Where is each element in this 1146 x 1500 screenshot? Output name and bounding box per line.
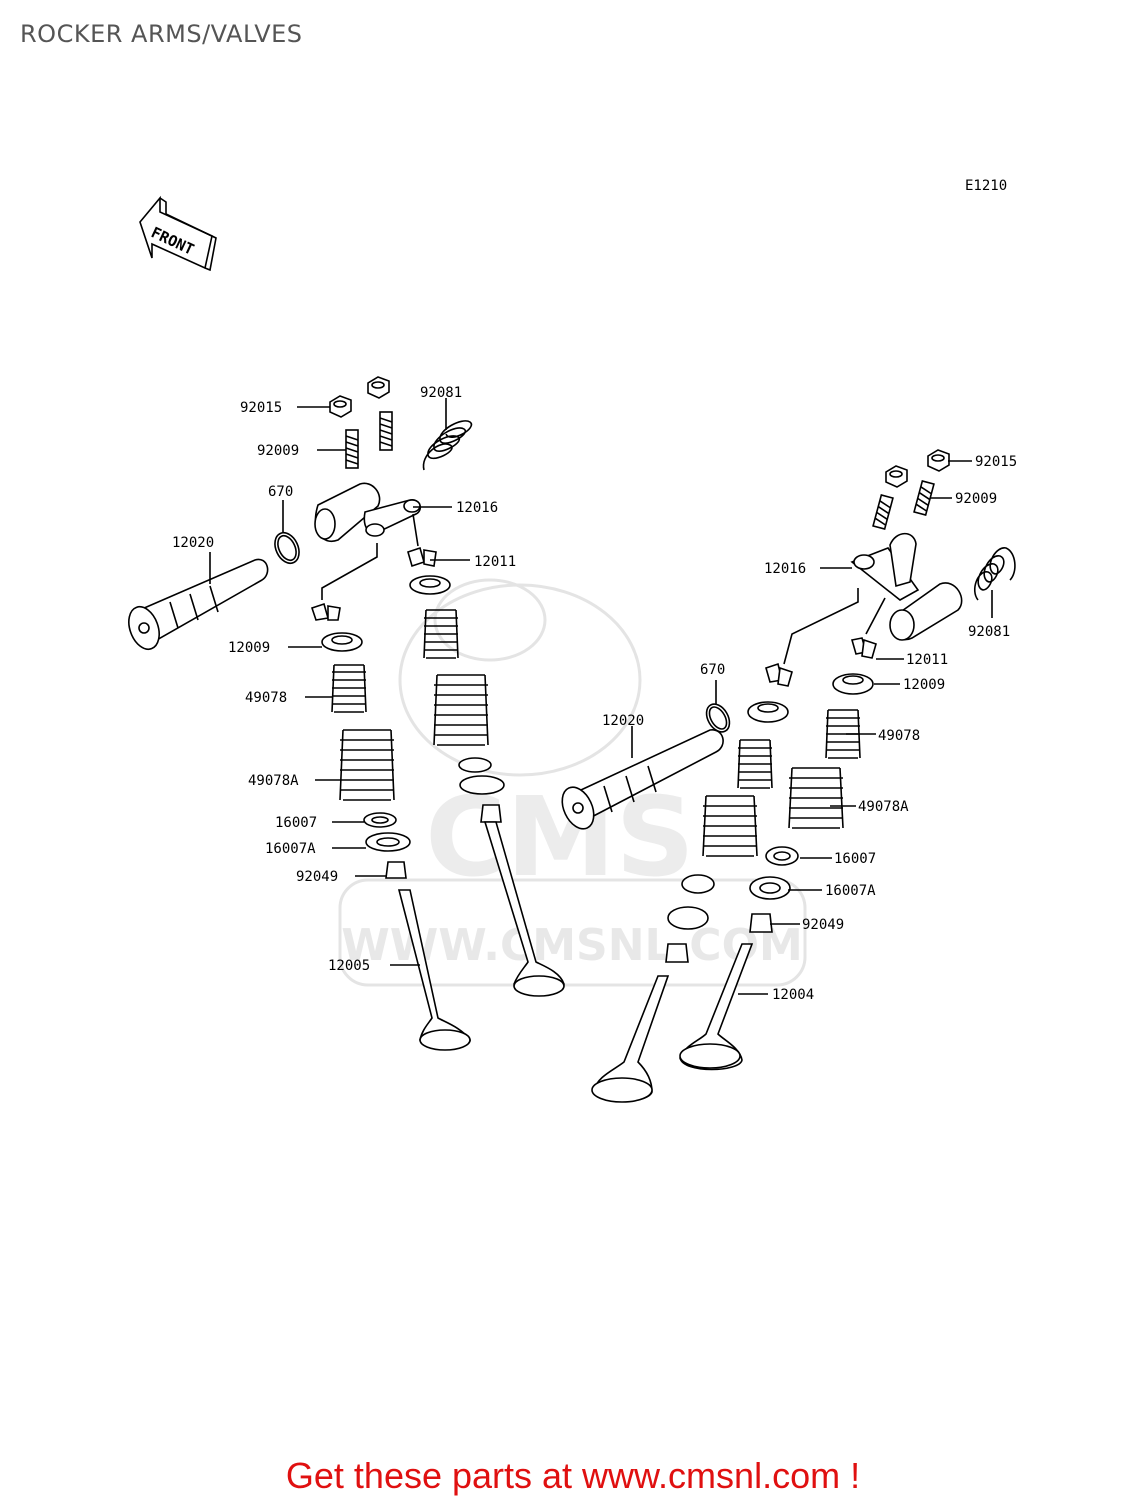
label-670-left: 670 [268,484,293,500]
diagram-code: E1210 [965,178,1007,194]
o-ring-icon [274,531,300,565]
label-12009-right: 12009 [903,677,945,693]
label-12016-left: 12016 [456,500,498,516]
label-49078-left: 49078 [245,690,287,706]
rocker-arm-icon [850,532,963,641]
rocker-spring-icon [422,420,473,471]
label-12004-right: 12004 [772,987,814,1003]
cotter-icon [765,637,877,687]
label-12020-right: 12020 [602,713,644,729]
outer-valve-spring-icon [339,674,489,801]
label-92049-right: 92049 [802,917,844,933]
label-16007-right: 16007 [834,851,876,867]
label-92081-left: 92081 [420,385,462,401]
rocker-shaft-icon [561,729,724,830]
label-16007a-right: 16007A [825,883,876,899]
nut-icon [885,449,950,488]
spring-seat-icon [363,757,505,852]
label-49078a-left: 49078A [248,773,299,789]
inner-valve-spring-icon [331,609,459,713]
nut-icon [329,376,390,418]
label-12020-left: 12020 [172,535,214,551]
label-12009-left: 12009 [228,640,270,656]
rocker-spring-icon [973,547,1016,601]
label-16007-left: 16007 [275,815,317,831]
outer-valve-spring-icon [702,767,844,857]
label-92081-right: 92081 [968,624,1010,640]
o-ring-icon [705,703,731,733]
label-670-right: 670 [700,662,725,678]
rocker-shaft-icon [128,558,269,651]
label-92009-left: 92009 [257,443,299,459]
label-92009-right: 92009 [955,491,997,507]
spring-seat-icon [667,846,799,930]
cotter-icon [310,546,437,621]
label-49078a-right: 49078A [858,799,909,815]
get-parts-link[interactable]: Get these parts at www.cmsnl.com ! [285,1455,861,1496]
valve-icon [397,821,565,1051]
retainer-icon [747,673,874,723]
inner-valve-spring-icon [737,709,861,789]
label-16007a-left: 16007A [265,841,316,857]
watermark-logo: CMS [425,773,694,901]
adjust-screw-icon [345,411,393,469]
page-title: ROCKER ARMS/VALVES [20,20,303,48]
label-49078-right: 49078 [878,728,920,744]
stem-seal-icon [385,804,502,879]
label-12011-left: 12011 [474,554,516,570]
valve-icon [591,943,754,1103]
label-12011-right: 12011 [906,652,948,668]
label-92049-left: 92049 [296,869,338,885]
rocker-arm-icon [314,482,422,543]
stem-seal-icon [665,913,773,963]
left-assembly: 92015 92009 92081 670 12020 12016 12011 … [128,376,565,1051]
label-12016-right: 12016 [764,561,806,577]
right-assembly: 92015 92009 12016 92081 12011 670 12009 … [561,449,1017,1103]
retainer-icon [321,575,451,652]
front-arrow-icon: FRONT [139,195,217,272]
adjust-screw-icon [872,480,935,530]
label-92015-left: 92015 [240,400,282,416]
label-12005-left: 12005 [328,958,370,974]
label-92015-right: 92015 [975,454,1017,470]
